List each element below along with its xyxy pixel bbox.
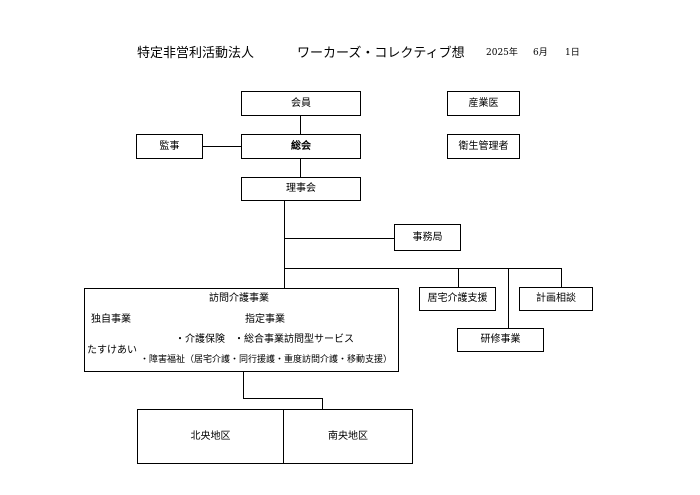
north-district-label: 北央地区 (190, 430, 231, 442)
general-meeting-label: 総会 (291, 140, 311, 152)
date-month: 6月 (533, 48, 548, 58)
organization-name: ワーカーズ・コレクティブ想 (297, 46, 465, 61)
connector-board-trunk (284, 200, 285, 288)
connector-branch-bus (284, 268, 562, 269)
member-box: 会員 (241, 91, 361, 116)
designated-business-label: 指定事業 (245, 314, 285, 325)
north-district-box: 北央地区 (137, 409, 284, 464)
connector-auditor-meeting (203, 146, 241, 147)
organization-type: 特定非営利活動法人 (137, 46, 255, 61)
board-box: 理事会 (241, 177, 361, 201)
connector-planning (561, 268, 562, 287)
health-manager-box: 衛生管理者 (447, 134, 520, 159)
connector-office (284, 238, 394, 239)
tasukeai-label: たすけあい (87, 345, 137, 356)
south-district-box: 南央地区 (283, 409, 413, 464)
home-care-label: 居宅介護支援 (427, 293, 488, 304)
general-meeting-box: 総会 (241, 134, 361, 159)
disability-welfare-item: ・障害福祉（居宅介護・同行援護・重度訪問介護・移動支援） (140, 355, 393, 365)
connector-visit-districts (243, 371, 244, 399)
industrial-doctor-label: 産業医 (468, 97, 499, 109)
health-manager-label: 衛生管理者 (458, 140, 509, 152)
planning-consultation-box: 計画相談 (519, 287, 593, 311)
connector-district-drop (322, 398, 323, 409)
connector-member-meeting (300, 116, 301, 136)
home-visit-title: 訪問介護事業 (209, 293, 269, 304)
comprehensive-service-item: ・総合事業訪問型サービス (234, 334, 354, 345)
care-insurance-item: ・介護保険 (175, 334, 225, 345)
training-label: 研修事業 (480, 334, 521, 345)
independent-business-label: 独自事業 (91, 314, 131, 325)
connector-district-bar (243, 398, 322, 399)
office-box: 事務局 (394, 224, 461, 251)
connector-meeting-board (300, 158, 301, 177)
connector-training (508, 268, 509, 328)
home-visit-box (84, 288, 399, 372)
office-label: 事務局 (412, 231, 443, 243)
connector-home-care (458, 268, 459, 287)
home-care-box: 居宅介護支援 (419, 287, 496, 311)
training-box: 研修事業 (457, 328, 544, 352)
industrial-doctor-box: 産業医 (447, 91, 520, 116)
board-label: 理事会 (286, 183, 316, 194)
south-district-label: 南央地区 (328, 430, 368, 442)
member-label: 会員 (291, 97, 311, 109)
date-day: 1日 (565, 48, 580, 58)
auditor-box: 監事 (136, 134, 203, 159)
auditor-label: 監事 (159, 140, 180, 152)
date-year: 2025年 (486, 48, 518, 58)
planning-consultation-label: 計画相談 (536, 293, 576, 304)
